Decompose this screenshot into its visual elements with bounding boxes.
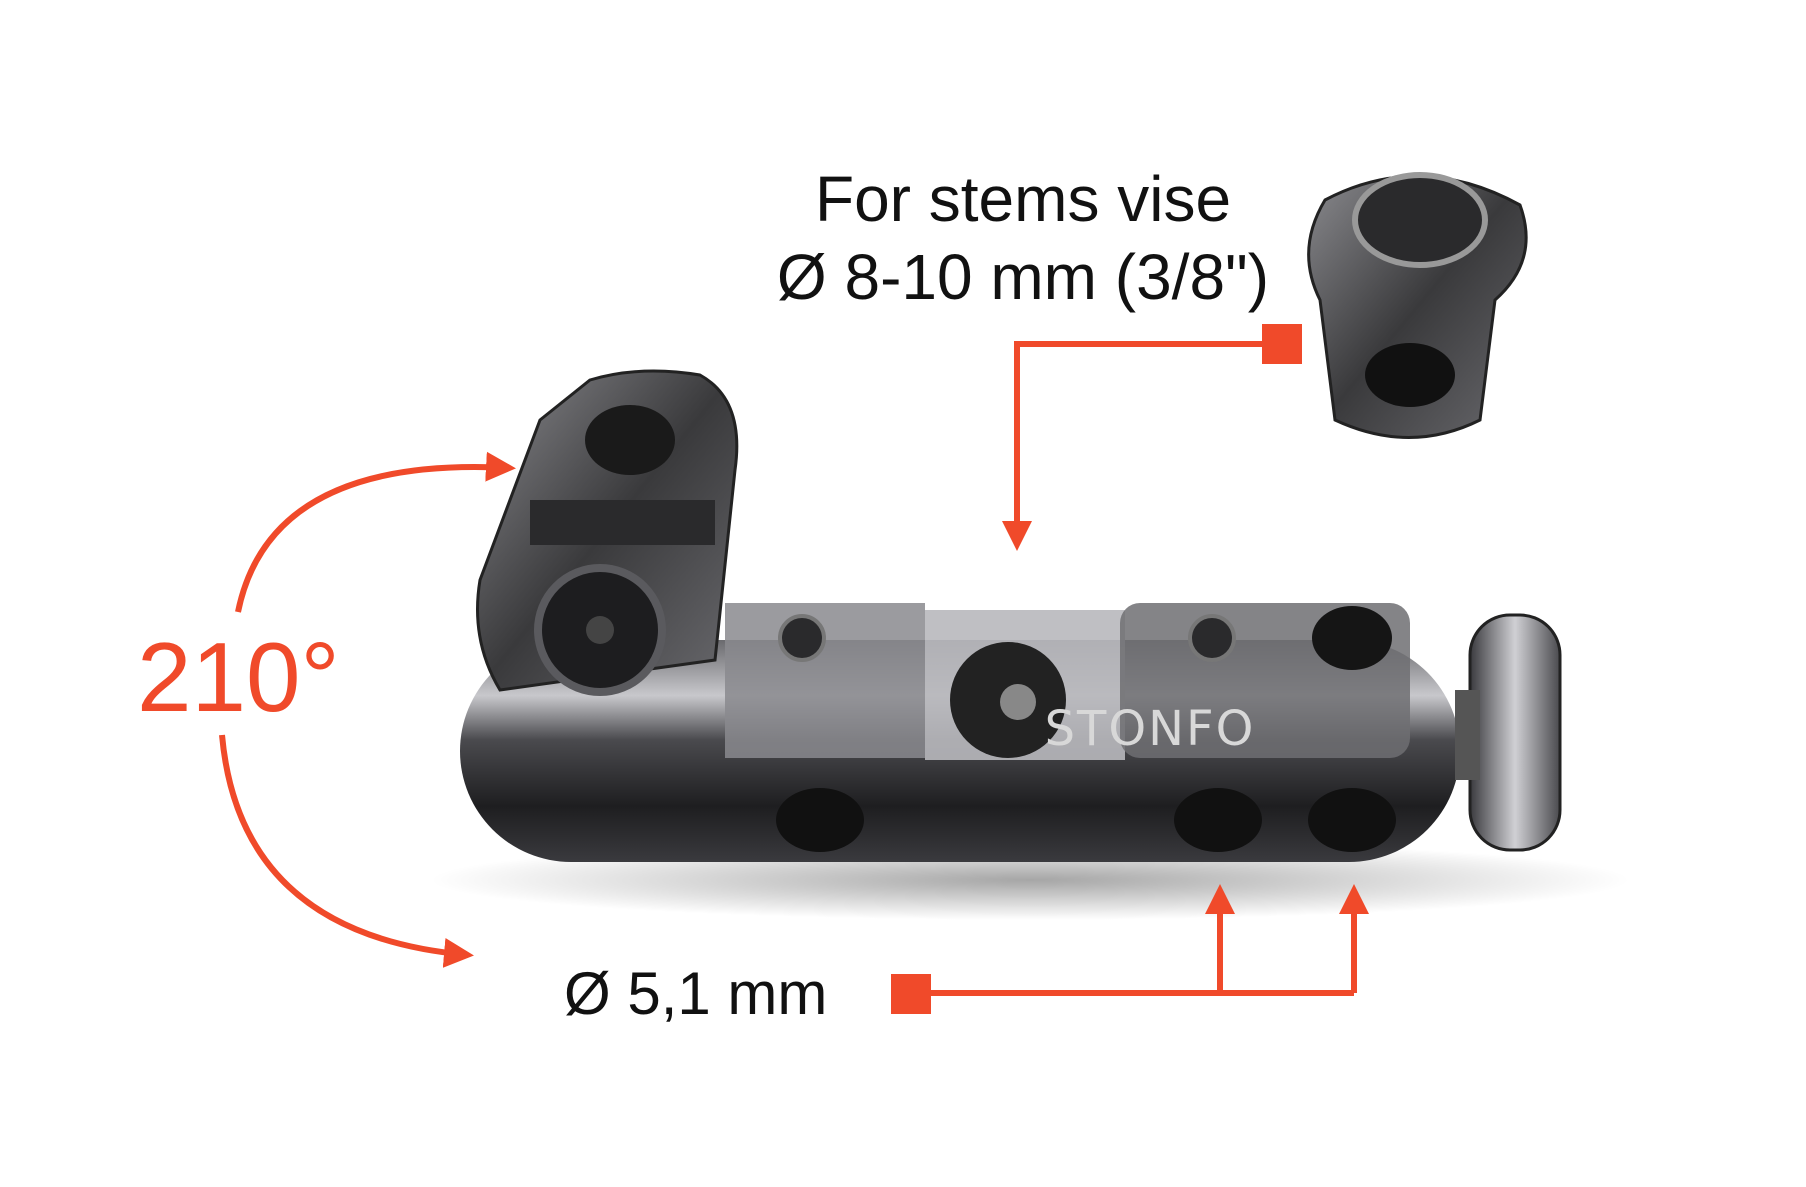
stem-adapter-insert [1307,172,1528,439]
hole-5mm [1308,788,1396,852]
set-screw [778,614,826,662]
callout-marker [1262,324,1302,364]
knurled-knob [1455,613,1562,852]
hole-diameter-label: Ø 5,1 mm [564,960,827,1027]
callout-marker [891,974,931,1014]
set-screw [1188,614,1236,662]
hole-5mm [1174,788,1262,852]
rotation-arrow-down [219,734,474,968]
vise-body: STONFO [460,603,1460,862]
stems-label-line2: Ø 8-10 mm (3/8") [777,241,1269,313]
brand-engraving: STONFO [1045,701,1256,757]
stems-label-line1: For stems vise [815,163,1231,235]
hole-5mm [776,788,864,852]
rotating-arm [476,369,739,696]
rotation-angle-label: 210° [137,622,340,732]
rotation-arrow-up [235,451,516,613]
stems-callout-arrow [1002,341,1262,551]
